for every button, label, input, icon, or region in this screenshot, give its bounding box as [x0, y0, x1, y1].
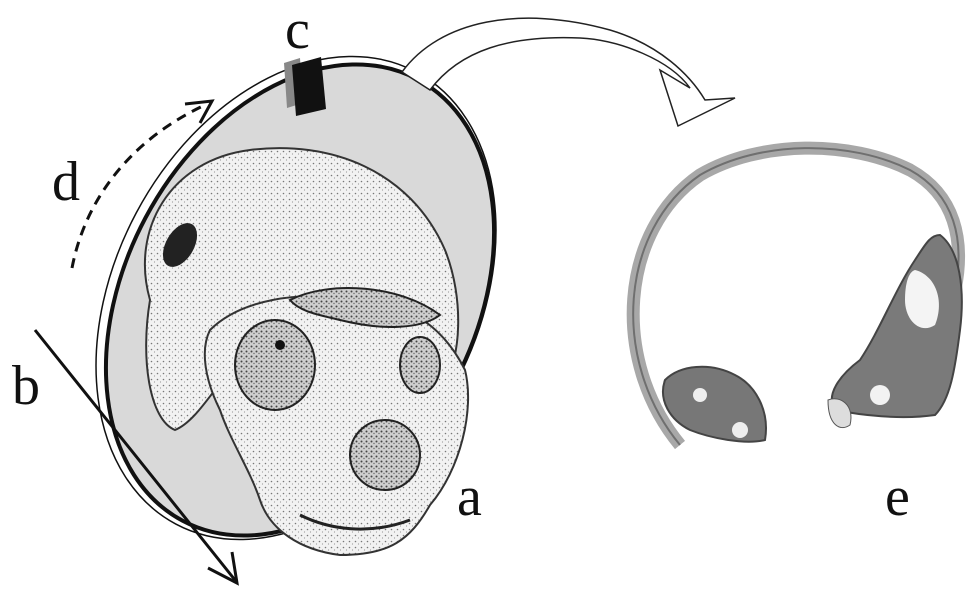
- label-b: b: [12, 355, 40, 417]
- label-e: e: [885, 466, 910, 528]
- label-a: a: [457, 466, 482, 528]
- label-d: d: [52, 151, 80, 213]
- label-c: c: [285, 0, 310, 61]
- skull-cross-section-icon: [633, 148, 962, 445]
